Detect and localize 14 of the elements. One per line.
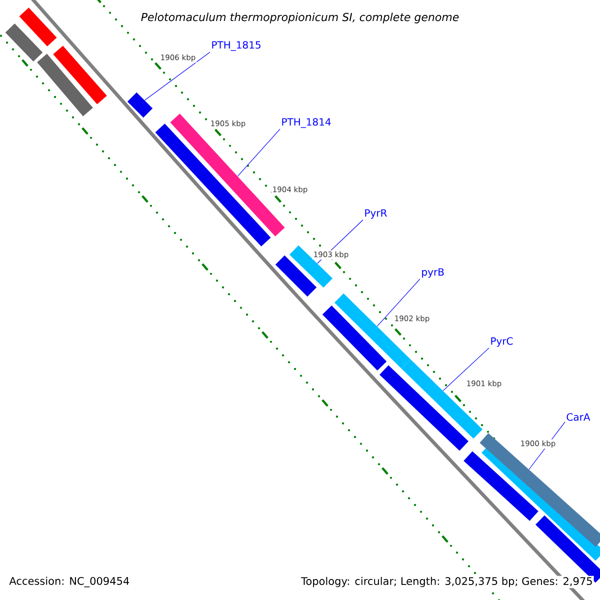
title: Pelotomaculum thermopropionicum SI, complete genome [141, 12, 459, 24]
genome-info-text: Topology: circular; Length: 3,025,375 bp; Genes: 2,975 [300, 576, 594, 588]
gene-label: PyrC [491, 337, 513, 347]
gene-feature [127, 92, 153, 118]
gene-label: PTH_1814 [282, 118, 331, 128]
leader-line [144, 52, 210, 101]
gene-label: pyrB [422, 268, 444, 278]
gene-label: PTH_1815 [212, 41, 260, 51]
leader-line [376, 278, 420, 327]
accession-text: Accession: NC_009454 [9, 576, 130, 588]
gene-label: CarA [566, 413, 590, 421]
leader-line [237, 128, 280, 176]
gene-label: PyrR [365, 209, 387, 219]
gene-feature [289, 245, 333, 288]
